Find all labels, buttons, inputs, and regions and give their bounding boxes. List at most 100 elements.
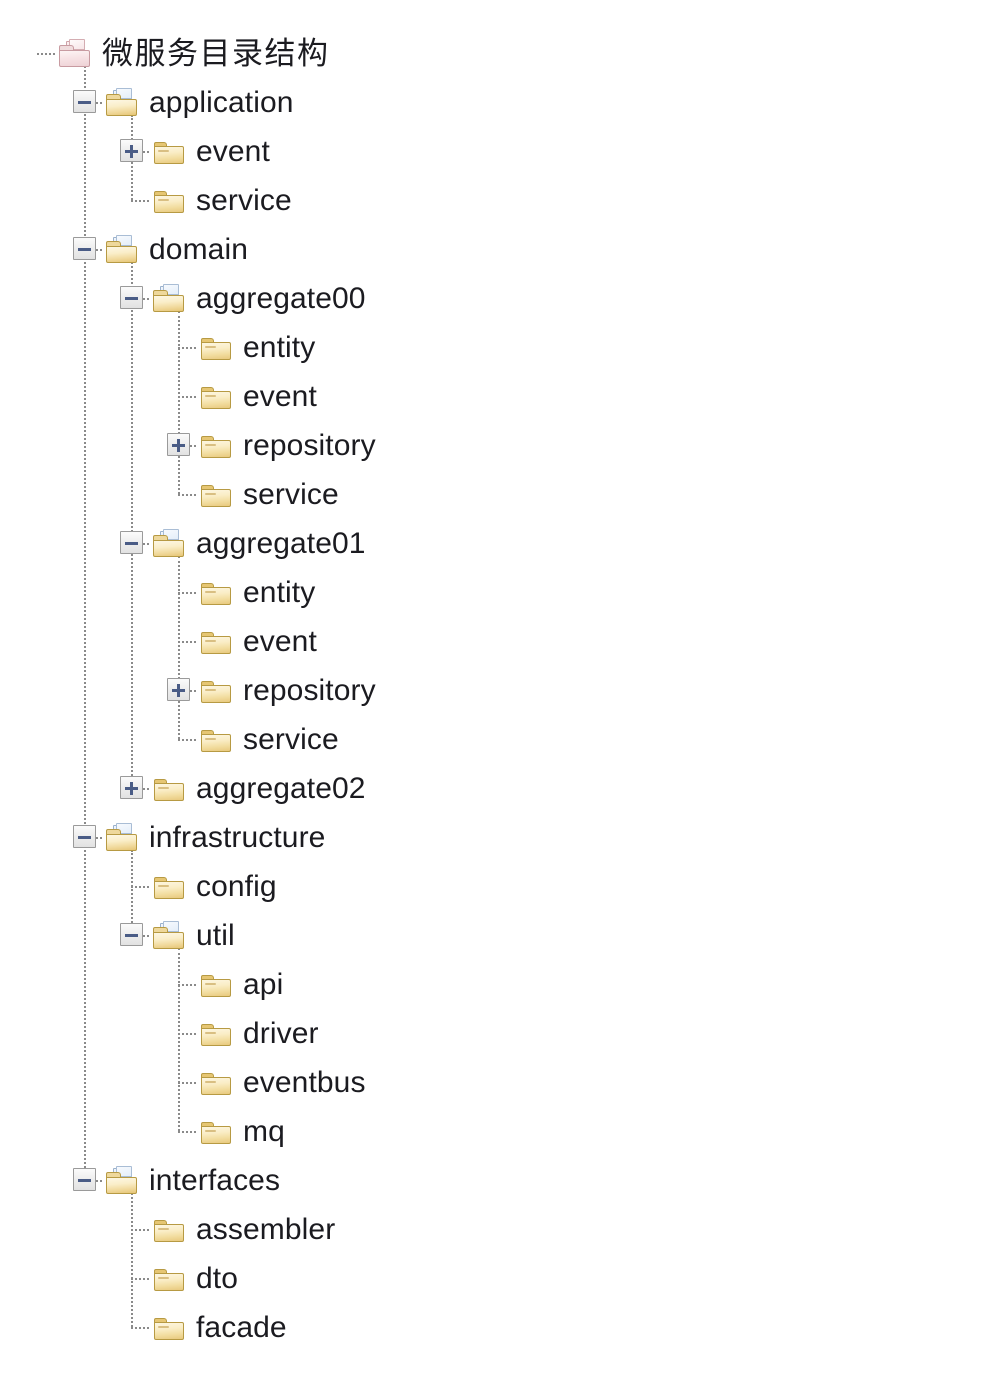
folder-closed-icon: [199, 481, 233, 509]
folder-closed-icon: [199, 1118, 233, 1146]
folder-root-pink-open-icon: [58, 38, 92, 68]
folder-closed-icon: [152, 187, 186, 215]
tree-connector-line: [178, 494, 196, 496]
tree-node-domain[interactable]: domain: [105, 225, 248, 274]
folder-open-icon: [105, 822, 139, 852]
tree-connector-line: [131, 850, 133, 935]
tree-connector-line: [178, 641, 196, 643]
tree-node-label: api: [243, 967, 284, 1001]
tree-node-label: infrastructure: [149, 820, 326, 854]
tree-node-label: event: [196, 134, 270, 168]
tree-connector-line: [178, 347, 196, 349]
tree-node-util-driver[interactable]: driver: [199, 1009, 319, 1058]
tree-node-if-dto[interactable]: dto: [152, 1254, 238, 1303]
tree-connector-line: [178, 948, 180, 1131]
folder-closed-icon: [199, 432, 233, 460]
collapse-infrastructure-toggle-icon[interactable]: [73, 825, 96, 848]
expand-agg00-repository-toggle-icon[interactable]: [167, 433, 190, 456]
tree-node-if-facade[interactable]: facade: [152, 1303, 287, 1352]
folder-closed-icon: [199, 1020, 233, 1048]
collapse-aggregate01-toggle-icon[interactable]: [120, 531, 143, 554]
tree-node-agg01-service[interactable]: service: [199, 715, 339, 764]
tree-node-label: entity: [243, 575, 316, 609]
tree-node-if-assembler[interactable]: assembler: [152, 1205, 335, 1254]
folder-open-icon: [105, 1165, 139, 1195]
tree-node-root[interactable]: 微服务目录结构: [58, 29, 330, 78]
tree-connector-line: [37, 53, 55, 55]
tree-connector-line: [178, 311, 180, 494]
folder-open-icon: [152, 528, 186, 558]
folder-closed-icon: [199, 628, 233, 656]
collapse-interfaces-toggle-icon[interactable]: [73, 1168, 96, 1191]
tree-node-aggregate00[interactable]: aggregate00: [152, 274, 366, 323]
tree-connector-line: [178, 592, 196, 594]
folder-closed-icon: [152, 138, 186, 166]
tree-node-label: aggregate01: [196, 526, 366, 560]
folder-closed-icon: [199, 383, 233, 411]
collapse-infra-util-toggle-icon[interactable]: [120, 923, 143, 946]
tree-connector-line: [178, 984, 196, 986]
tree-node-app-service[interactable]: service: [152, 176, 292, 225]
tree-node-agg01-repository[interactable]: repository: [199, 666, 376, 715]
tree-node-label: service: [243, 477, 339, 511]
expand-aggregate02-toggle-icon[interactable]: [120, 776, 143, 799]
tree-node-label: domain: [149, 232, 248, 266]
tree-connector-line: [178, 1131, 196, 1133]
tree-connector-line: [178, 556, 180, 739]
tree-node-label: service: [196, 183, 292, 217]
tree-node-agg00-repository[interactable]: repository: [199, 421, 376, 470]
tree-node-infra-util[interactable]: util: [152, 911, 235, 960]
tree-node-infra-config[interactable]: config: [152, 862, 277, 911]
tree-node-label: service: [243, 722, 339, 756]
tree-connector-line: [178, 739, 196, 741]
tree-node-agg01-event[interactable]: event: [199, 617, 317, 666]
tree-node-interfaces[interactable]: interfaces: [105, 1156, 280, 1205]
folder-open-icon: [152, 283, 186, 313]
folder-closed-icon: [152, 775, 186, 803]
folder-closed-icon: [199, 334, 233, 362]
folder-closed-icon: [199, 579, 233, 607]
tree-node-agg00-service[interactable]: service: [199, 470, 339, 519]
tree-node-agg00-entity[interactable]: entity: [199, 323, 315, 372]
tree-connector-line: [131, 1327, 149, 1329]
tree-node-label: eventbus: [243, 1065, 366, 1099]
tree-node-agg01-entity[interactable]: entity: [199, 568, 315, 617]
tree-node-label: interfaces: [149, 1163, 281, 1197]
tree-node-app-event[interactable]: event: [152, 127, 270, 176]
collapse-aggregate00-toggle-icon[interactable]: [120, 286, 143, 309]
expand-agg01-repository-toggle-icon[interactable]: [167, 678, 190, 701]
tree-node-infrastructure[interactable]: infrastructure: [105, 813, 325, 862]
tree-node-label: repository: [243, 428, 376, 462]
tree-node-label: facade: [196, 1310, 287, 1344]
folder-closed-icon: [152, 873, 186, 901]
folder-closed-icon: [152, 1216, 186, 1244]
tree-node-application[interactable]: application: [105, 78, 294, 127]
tree-connector-line: [131, 886, 149, 888]
folder-closed-icon: [199, 971, 233, 999]
tree-node-util-api[interactable]: api: [199, 960, 283, 1009]
tree-node-util-mq[interactable]: mq: [199, 1107, 285, 1156]
tree-node-label: repository: [243, 673, 376, 707]
tree-connector-line: [178, 1033, 196, 1035]
collapse-application-toggle-icon[interactable]: [73, 90, 96, 113]
folder-closed-icon: [152, 1314, 186, 1342]
expand-app-event-toggle-icon[interactable]: [120, 139, 143, 162]
tree-connector-line: [131, 1278, 149, 1280]
collapse-domain-toggle-icon[interactable]: [73, 237, 96, 260]
tree-node-label: dto: [196, 1261, 239, 1295]
tree-node-agg00-event[interactable]: event: [199, 372, 317, 421]
tree-node-label: event: [243, 624, 317, 658]
folder-open-icon: [105, 87, 139, 117]
folder-closed-icon: [152, 1265, 186, 1293]
tree-connector-line: [178, 396, 196, 398]
tree-connector-line: [178, 1082, 196, 1084]
tree-node-label: mq: [243, 1114, 285, 1148]
tree-node-util-eventbus[interactable]: eventbus: [199, 1058, 366, 1107]
folder-open-icon: [105, 234, 139, 264]
tree-connector-line: [131, 1229, 149, 1231]
folder-closed-icon: [199, 1069, 233, 1097]
tree-node-aggregate02[interactable]: aggregate02: [152, 764, 366, 813]
tree-node-label: assembler: [196, 1212, 336, 1246]
tree-node-aggregate01[interactable]: aggregate01: [152, 519, 366, 568]
